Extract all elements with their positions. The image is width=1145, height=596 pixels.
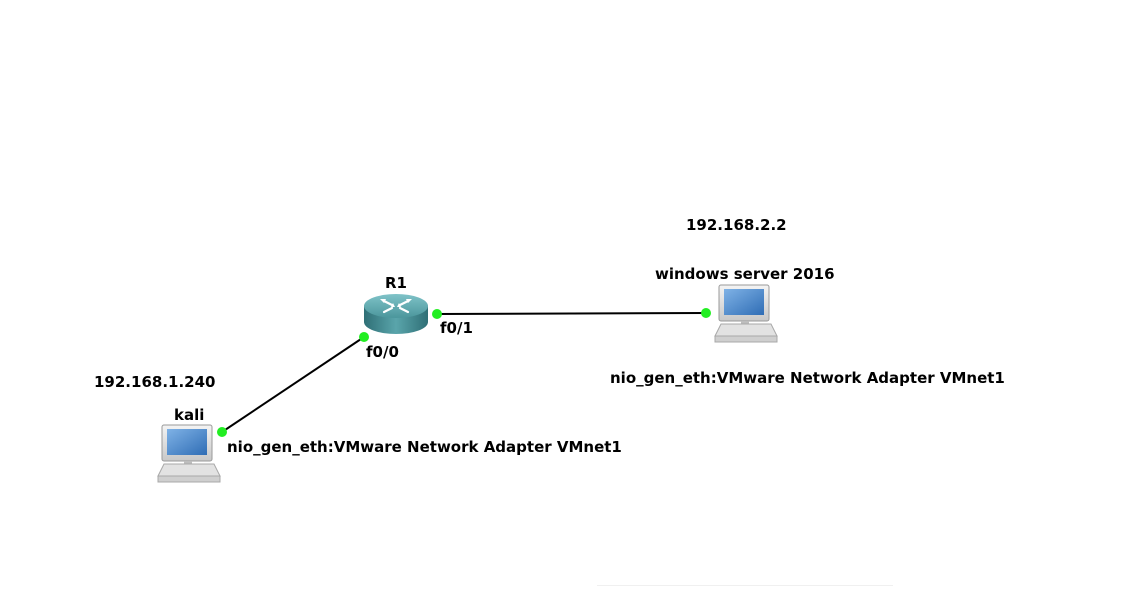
router-icon bbox=[364, 294, 428, 334]
computer-icon bbox=[157, 424, 221, 483]
divider bbox=[597, 585, 893, 586]
port-label-f0-0: f0/0 bbox=[366, 343, 399, 361]
port-status-r1-f0-1 bbox=[432, 309, 442, 319]
router-label: R1 bbox=[385, 274, 407, 292]
host-kali-ip: 192.168.1.240 bbox=[94, 373, 216, 391]
port-status-windows bbox=[701, 308, 711, 318]
port-label-f0-1: f0/1 bbox=[440, 319, 473, 337]
port-status-kali bbox=[217, 427, 227, 437]
host-windows-adapter: nio_gen_eth:VMware Network Adapter VMnet… bbox=[610, 369, 1005, 387]
port-status-r1-f0-0 bbox=[359, 332, 369, 342]
link-kali-r1[interactable] bbox=[221, 336, 365, 433]
host-windows-name: windows server 2016 bbox=[655, 265, 835, 283]
host-windows-server[interactable] bbox=[713, 284, 779, 344]
link-r1-windows[interactable] bbox=[436, 312, 707, 315]
router-r1[interactable] bbox=[362, 292, 430, 338]
computer-icon bbox=[714, 284, 778, 343]
host-kali-adapter: nio_gen_eth:VMware Network Adapter VMnet… bbox=[227, 438, 622, 456]
host-windows-ip: 192.168.2.2 bbox=[686, 216, 787, 234]
host-kali-name: kali bbox=[174, 406, 205, 424]
host-kali[interactable] bbox=[156, 424, 222, 484]
